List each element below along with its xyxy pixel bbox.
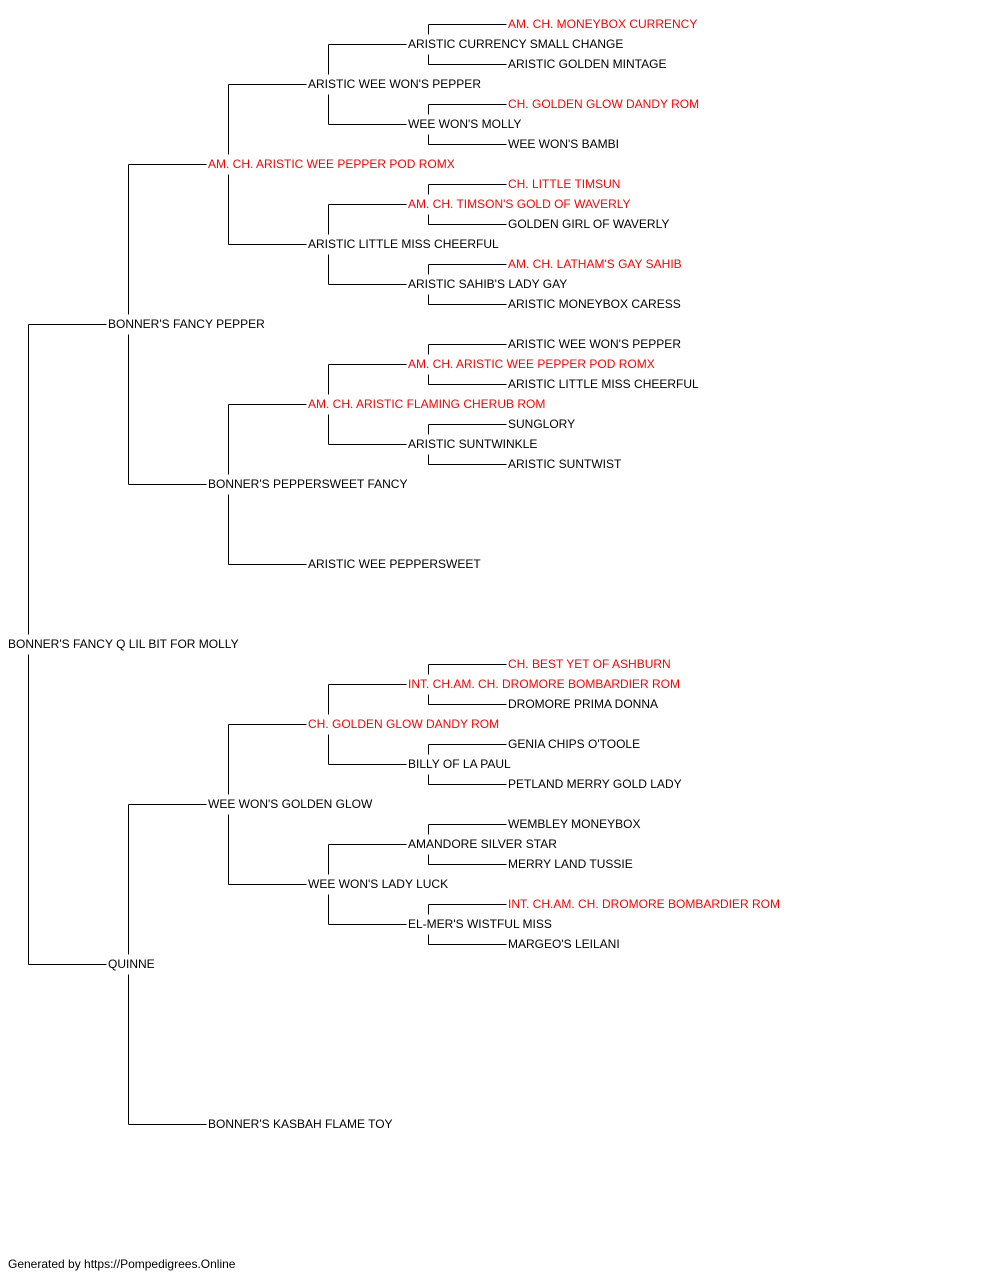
ancestor-name: INT. CH.AM. CH. DROMORE BOMBARDIER ROM [508,897,780,911]
ancestor-name: ARISTIC CURRENCY SMALL CHANGE [408,37,623,51]
ancestor-name: ARISTIC WEE WON'S PEPPER [508,337,681,351]
ancestor-name: WEMBLEY MONEYBOX [508,817,640,831]
ancestor-name: AM. CH. ARISTIC FLAMING CHERUB ROM [308,397,545,411]
ancestor-name: ARISTIC MONEYBOX CARESS [508,297,681,311]
ancestor-name: ARISTIC SUNTWINKLE [408,437,537,451]
ancestor-name: AM. CH. LATHAM'S GAY SAHIB [508,257,682,271]
ancestor-name: AM. CH. MONEYBOX CURRENCY [508,17,697,31]
ancestor-name: SUNGLORY [508,417,575,431]
subject-dog-name: BONNER'S FANCY Q LIL BIT FOR MOLLY [8,637,239,651]
ancestor-name: BILLY OF LA PAUL [408,757,511,771]
ancestor-name: GENIA CHIPS O'TOOLE [508,737,640,751]
ancestor-name: GOLDEN GIRL OF WAVERLY [508,217,669,231]
ancestor-name: EL-MER'S WISTFUL MISS [408,917,552,931]
ancestor-name: BONNER'S PEPPERSWEET FANCY [208,477,407,491]
ancestor-name: ARISTIC WEE PEPPERSWEET [308,557,481,571]
ancestor-name: WEE WON'S BAMBI [508,137,619,151]
ancestor-name: AM. CH. ARISTIC WEE PEPPER POD ROMX [408,357,655,371]
ancestor-name: ARISTIC LITTLE MISS CHEERFUL [508,377,699,391]
ancestor-name: AM. CH. TIMSON'S GOLD OF WAVERLY [408,197,631,211]
ancestor-name: PETLAND MERRY GOLD LADY [508,777,682,791]
ancestor-name: ARISTIC WEE WON'S PEPPER [308,77,481,91]
ancestor-name: MARGEO'S LEILANI [508,937,620,951]
ancestor-name: WEE WON'S MOLLY [408,117,521,131]
ancestor-name: INT. CH.AM. CH. DROMORE BOMBARDIER ROM [408,677,680,691]
ancestor-name: ARISTIC LITTLE MISS CHEERFUL [308,237,499,251]
ancestor-name: AM. CH. ARISTIC WEE PEPPER POD ROMX [208,157,455,171]
ancestor-name: ARISTIC SAHIB'S LADY GAY [408,277,567,291]
ancestor-name: CH. BEST YET OF ASHBURN [508,657,671,671]
ancestor-name: DROMORE PRIMA DONNA [508,697,658,711]
ancestor-name: ARISTIC GOLDEN MINTAGE [508,57,666,71]
footer-credit: Generated by https://Pompedigrees.Online [8,1257,236,1271]
ancestor-name: BONNER'S KASBAH FLAME TOY [208,1117,393,1131]
ancestor-name: CH. GOLDEN GLOW DANDY ROM [508,97,699,111]
ancestor-name: WEE WON'S LADY LUCK [308,877,448,891]
ancestor-name: BONNER'S FANCY PEPPER [108,317,265,331]
ancestor-name: CH. GOLDEN GLOW DANDY ROM [308,717,499,731]
ancestor-name: QUINNE [108,957,155,971]
ancestor-name: WEE WON'S GOLDEN GLOW [208,797,373,811]
ancestor-name: CH. LITTLE TIMSUN [508,177,620,191]
ancestor-name: ARISTIC SUNTWIST [508,457,622,471]
ancestor-name: MERRY LAND TUSSIE [508,857,633,871]
ancestor-name: AMANDORE SILVER STAR [408,837,557,851]
